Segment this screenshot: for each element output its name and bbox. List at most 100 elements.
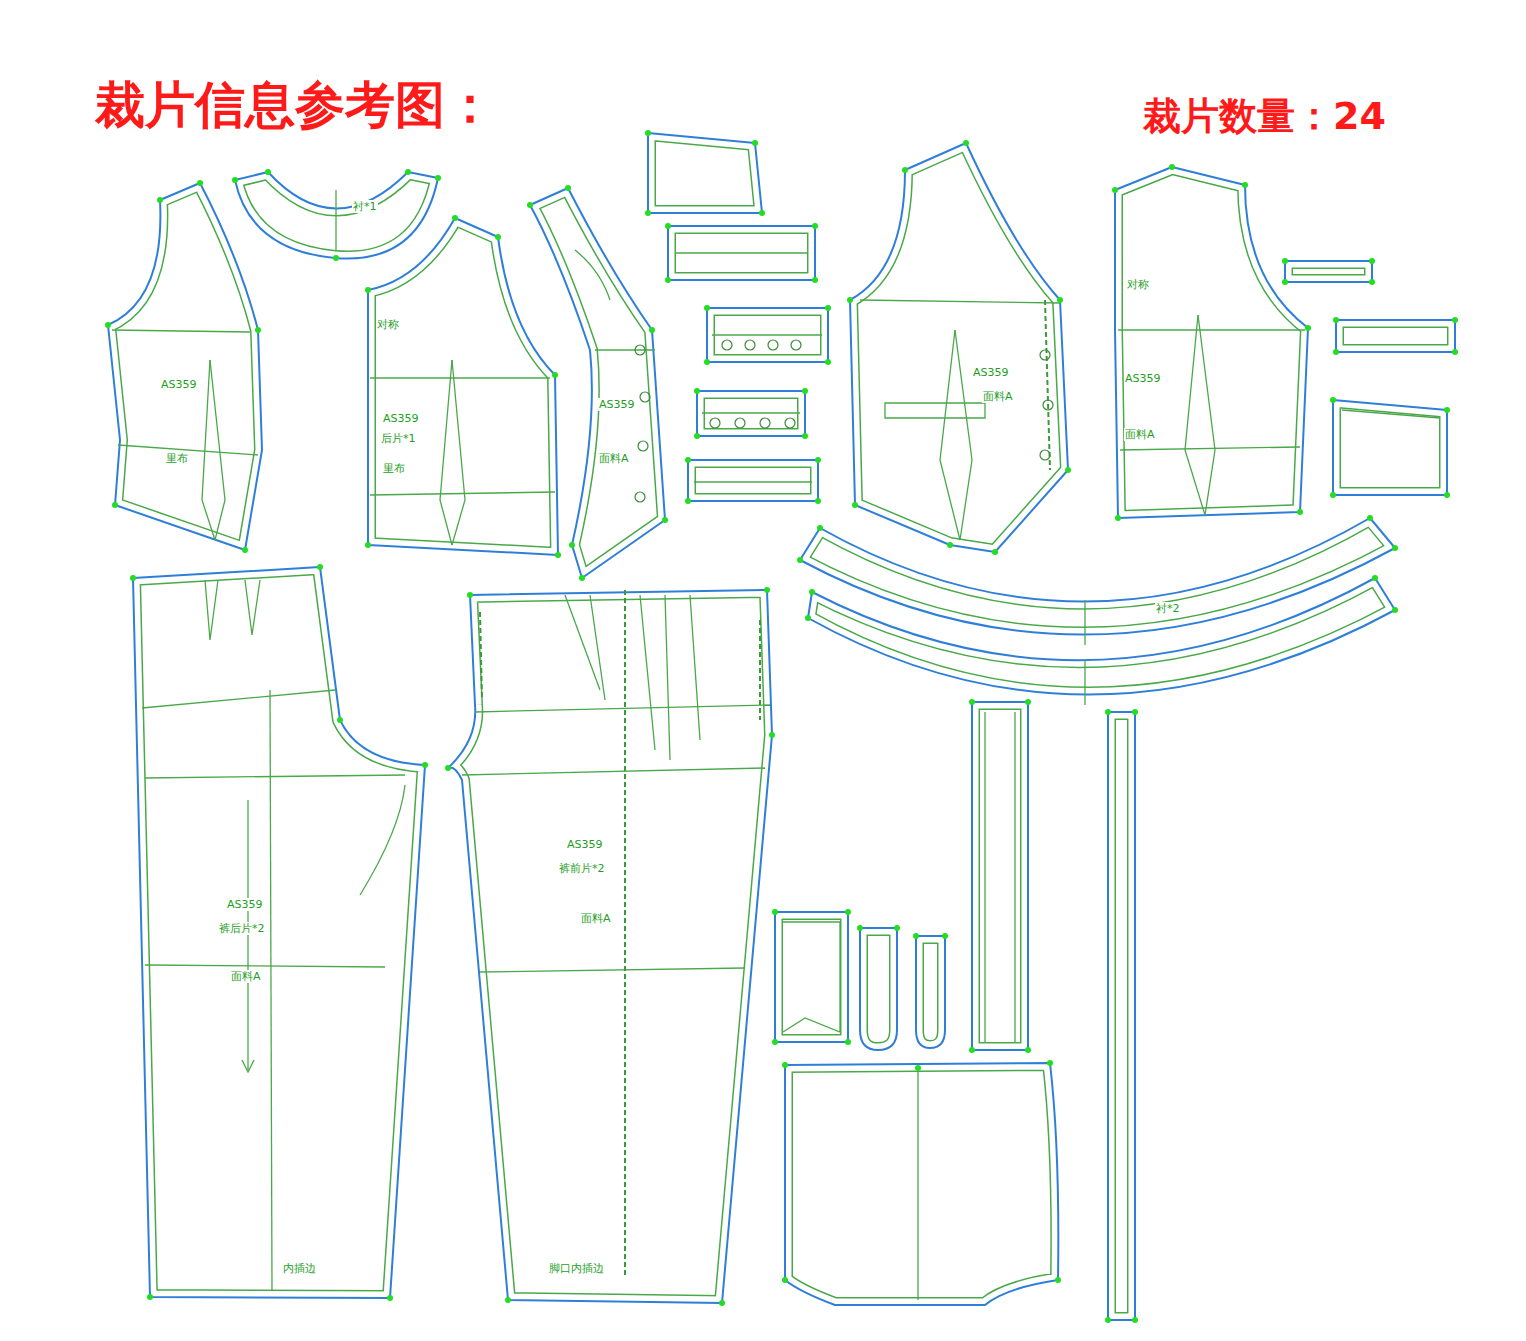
corner-point [1452, 349, 1458, 355]
button-mark [635, 345, 645, 355]
corner-point [1112, 187, 1118, 193]
construction-line [783, 922, 840, 1032]
construction-line [480, 968, 745, 972]
piece-count: 裁片数量：24 [1143, 96, 1386, 138]
corner-point [1367, 515, 1373, 521]
corner-point [242, 547, 248, 553]
construction-line [462, 768, 765, 775]
cut-line [648, 133, 762, 213]
cut-line [775, 912, 848, 1042]
piece-label: 后片*1 [380, 432, 417, 445]
cut-line [688, 460, 818, 501]
corner-point [817, 525, 823, 531]
construction-line [1198, 315, 1215, 515]
cut-line [368, 218, 558, 555]
seam-allowance [785, 1063, 1058, 1305]
cut-line [1108, 712, 1135, 1320]
corner-point [802, 388, 808, 394]
corner-point [1115, 515, 1121, 521]
pattern-piece [775, 912, 848, 1042]
seam-line [1115, 167, 1308, 518]
construction-line [270, 690, 272, 1290]
corner-point [157, 197, 163, 203]
piece-label: 衬*1 [352, 200, 378, 213]
pattern-piece [133, 567, 425, 1298]
button-mark [760, 418, 770, 428]
piece-fill [235, 172, 438, 259]
piece-fill [860, 928, 897, 1050]
cut-line [1285, 261, 1372, 282]
piece-label: 衬*2 [1155, 602, 1181, 615]
pattern-piece [697, 391, 805, 436]
seam-allowance [850, 143, 1068, 552]
cut-line [972, 702, 1028, 1050]
piece-label: 面料A [580, 912, 612, 925]
button-mark [745, 340, 755, 350]
seam-allowance [972, 702, 1028, 1050]
corner-point [852, 502, 858, 508]
corner-point [782, 1062, 788, 1068]
piece-label: 裤前片*2 [558, 862, 606, 875]
piece-fill [1115, 167, 1308, 518]
seam-allowance [916, 936, 945, 1048]
corner-point [1297, 509, 1303, 515]
piece-fill [850, 143, 1068, 552]
corner-point [1242, 182, 1248, 188]
piece-fill [775, 912, 848, 1042]
construction-line [440, 360, 452, 545]
corner-point [694, 433, 700, 439]
cut-line [668, 226, 815, 280]
piece-fill [916, 936, 945, 1048]
construction-line [142, 690, 335, 708]
pattern-piece [1336, 320, 1455, 352]
cut-line [530, 188, 665, 578]
seam-allowance [697, 391, 805, 436]
corner-point [902, 167, 908, 173]
seam-line [530, 188, 665, 578]
corner-point [815, 457, 821, 463]
button-mark [768, 340, 778, 350]
construction-line [940, 330, 960, 540]
piece-label: AS359 [382, 412, 420, 425]
piece-fill [133, 567, 425, 1298]
corner-point [445, 765, 451, 771]
corner-point [1305, 325, 1311, 331]
corner-point [1282, 279, 1288, 285]
piece-fill [1285, 261, 1372, 282]
corner-point [387, 1295, 393, 1301]
piece-fill [530, 188, 665, 578]
corner-point [764, 587, 770, 593]
construction-line [694, 481, 812, 482]
corner-point [704, 359, 710, 365]
cut-line [707, 308, 828, 362]
corner-point [847, 297, 853, 303]
cut-line [916, 936, 945, 1048]
seam-line [1336, 320, 1455, 352]
seam-line [697, 391, 805, 436]
construction-line [860, 300, 1060, 303]
corner-point [1392, 545, 1398, 551]
construction-line [917, 1068, 918, 1300]
construction-line [595, 349, 655, 350]
pattern-piece [707, 308, 828, 362]
seam-allowance [1115, 167, 1308, 518]
seam-allowance [1336, 320, 1455, 352]
corner-point [467, 592, 473, 598]
seam-allowance [648, 133, 762, 213]
corner-point [147, 1294, 153, 1300]
construction-line [335, 190, 336, 250]
piece-label: 裤后片*2 [218, 922, 266, 935]
seam-allowance [775, 912, 848, 1042]
seam-line [1108, 712, 1135, 1320]
construction-line [145, 775, 405, 778]
corner-point [812, 277, 818, 283]
corner-point [130, 575, 136, 581]
corner-point [1057, 297, 1063, 303]
button-mark [1040, 450, 1050, 460]
corner-point [769, 732, 775, 738]
corner-point [232, 177, 238, 183]
corner-point [112, 502, 118, 508]
construction-line [242, 1060, 254, 1072]
cut-line [785, 1063, 1058, 1305]
